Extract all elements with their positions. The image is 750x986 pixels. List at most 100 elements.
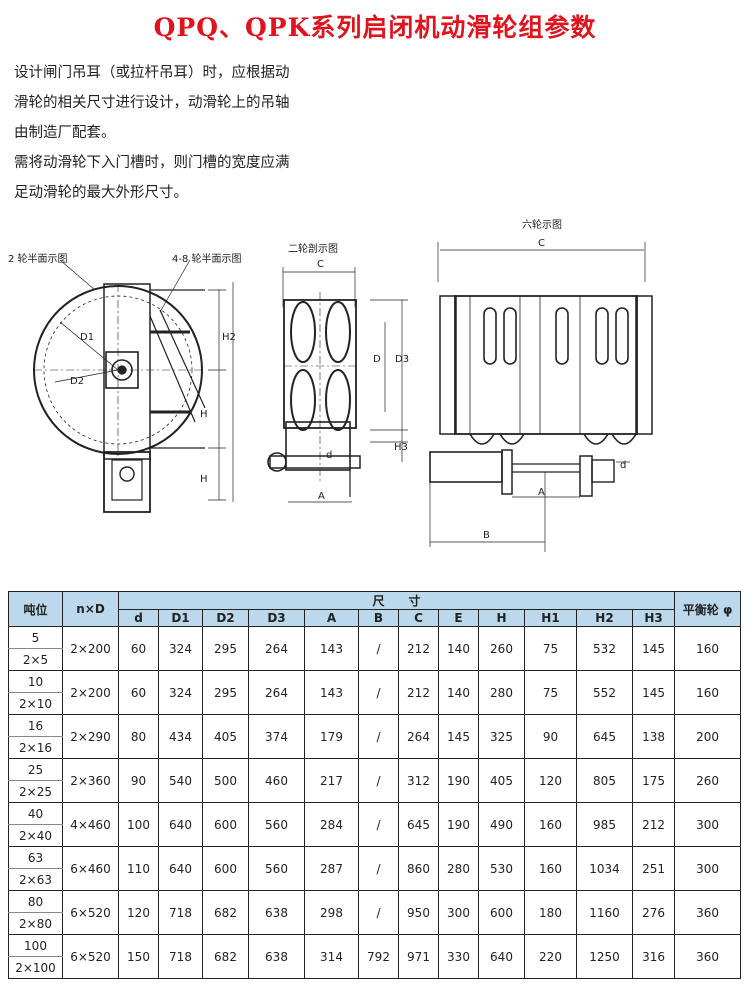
value-cell: 324 [158, 626, 203, 671]
value-cell: 295 [202, 626, 249, 671]
value-cell: 287 [304, 846, 359, 891]
tonnage-cell: 63 [8, 846, 63, 869]
value-cell: 682 [202, 890, 249, 935]
value-cell: 640 [158, 802, 203, 847]
value-cell: 145 [631, 626, 676, 671]
value-cell: / [358, 670, 399, 715]
value-cell: 460 [248, 758, 305, 803]
value-cell: 280 [478, 670, 525, 715]
value-cell: 532 [576, 626, 633, 671]
value-cell: 75 [524, 670, 577, 715]
tonnage-sub-cell: 2×100 [8, 956, 63, 979]
nxd-cell: 6×520 [62, 890, 119, 935]
pulley-drawing: 2 轮半面示图 4-8 轮半面示图 二轮剖示图 六轮示图 C C D1 D2 D… [8, 218, 653, 552]
value-cell: 220 [524, 934, 577, 979]
value-cell: 120 [118, 890, 159, 935]
header-col-e: E [438, 609, 479, 627]
value-cell: 560 [248, 802, 305, 847]
header-col-d3: D3 [248, 609, 305, 627]
tonnage-sub-cell: 2×16 [8, 736, 63, 759]
header-col-h1: H1 [524, 609, 577, 627]
dim-h3: H3 [394, 442, 408, 453]
value-cell: 276 [631, 890, 676, 935]
header-col-a: A [304, 609, 359, 627]
tonnage-cell: 80 [8, 890, 63, 913]
value-cell: 143 [304, 670, 359, 715]
value-cell: 434 [158, 714, 203, 759]
value-cell: 971 [398, 934, 439, 979]
value-cell: 640 [158, 846, 203, 891]
dim-c-six: C [538, 238, 545, 249]
balance-cell: 160 [674, 670, 742, 715]
nxd-cell: 6×460 [62, 846, 119, 891]
dim-b: B [483, 530, 490, 541]
value-cell: 600 [478, 890, 525, 935]
tonnage-cell: 5 [8, 626, 63, 649]
value-cell: 138 [631, 714, 676, 759]
balance-cell: 360 [674, 890, 742, 935]
value-cell: 682 [202, 934, 249, 979]
dim-d2: D2 [70, 376, 84, 387]
header-balance: 平衡轮 φ [674, 591, 742, 627]
value-cell: 374 [248, 714, 305, 759]
value-cell: 179 [304, 714, 359, 759]
value-cell: / [358, 890, 399, 935]
value-cell: 145 [631, 670, 676, 715]
intro-line: 由制造厂配套。 [14, 125, 116, 141]
value-cell: 143 [304, 626, 359, 671]
value-cell: 316 [631, 934, 676, 979]
value-cell: 100 [118, 802, 159, 847]
value-cell: 280 [438, 846, 479, 891]
value-cell: 160 [524, 846, 577, 891]
value-cell: 718 [158, 934, 203, 979]
value-cell: 80 [118, 714, 159, 759]
value-cell: / [358, 802, 399, 847]
value-cell: 312 [398, 758, 439, 803]
header-col-h2: H2 [576, 609, 633, 627]
label-2wheel-plan: 2 轮半面示图 [8, 252, 68, 265]
label-48wheel-plan: 4-8 轮半面示图 [172, 252, 242, 265]
value-cell: / [358, 758, 399, 803]
value-cell: 540 [158, 758, 203, 803]
value-cell: 120 [524, 758, 577, 803]
tonnage-cell: 40 [8, 802, 63, 825]
intro-line: 滑轮的相关尺寸进行设计，动滑轮上的吊轴 [14, 95, 290, 111]
value-cell: 212 [398, 626, 439, 671]
value-cell: 150 [118, 934, 159, 979]
value-cell: 552 [576, 670, 633, 715]
value-cell: 560 [248, 846, 305, 891]
value-cell: 640 [478, 934, 525, 979]
header-col-d: d [118, 609, 159, 627]
value-cell: 190 [438, 758, 479, 803]
value-cell: 212 [631, 802, 676, 847]
intro-line: 设计闸门吊耳（或拉杆吊耳）时，应根据动 [14, 65, 290, 81]
tonnage-sub-cell: 2×10 [8, 692, 63, 715]
value-cell: 950 [398, 890, 439, 935]
dim-d-mid: D [373, 354, 381, 365]
value-cell: 75 [524, 626, 577, 671]
tonnage-sub-cell: 2×25 [8, 780, 63, 803]
header-col-h3: H3 [631, 609, 676, 627]
value-cell: 600 [202, 802, 249, 847]
label-6wheel: 六轮示图 [522, 218, 562, 231]
value-cell: 140 [438, 670, 479, 715]
dim-h2: H2 [222, 332, 236, 343]
value-cell: 260 [478, 626, 525, 671]
header-size-group: 尺 寸 [117, 591, 676, 610]
value-cell: 325 [478, 714, 525, 759]
intro-text: 设计闸门吊耳（或拉杆吊耳）时，应根据动 滑轮的相关尺寸进行设计，动滑轮上的吊轴 … [14, 58, 344, 208]
tonnage-sub-cell: 2×5 [8, 648, 63, 671]
dim-d3: D3 [395, 354, 409, 365]
nxd-cell: 2×200 [62, 626, 119, 671]
table-row: 2×40 [8, 824, 741, 847]
dim-h: H [200, 409, 208, 420]
value-cell: 251 [631, 846, 676, 891]
header-tonnage: 吨位 [8, 591, 63, 627]
header-col-d1: D1 [158, 609, 203, 627]
value-cell: 405 [478, 758, 525, 803]
header-col-h: H [478, 609, 525, 627]
